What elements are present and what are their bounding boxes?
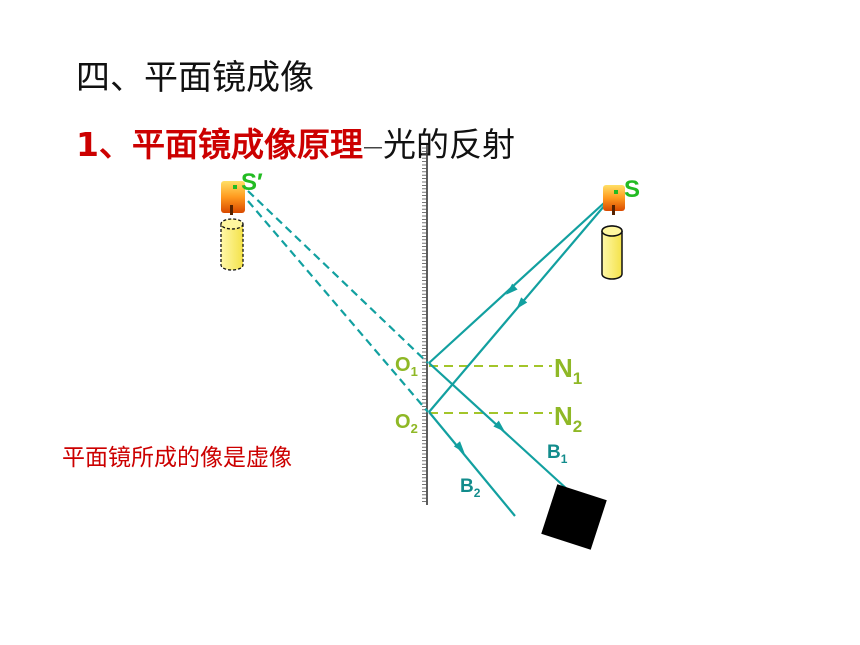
plane-mirror	[422, 145, 428, 505]
label-o2: O2	[395, 411, 418, 436]
real-rays	[428, 191, 617, 517]
mirror-hatching	[422, 147, 427, 503]
image-point	[233, 185, 237, 189]
label-image: S′	[241, 169, 263, 196]
arrow-reflected-2	[453, 441, 465, 454]
label-b1: B1	[547, 442, 568, 466]
label-o1: O1	[395, 354, 418, 379]
arrow-incident-1	[506, 283, 518, 295]
reflected-ray-2	[428, 411, 516, 517]
candle-image	[220, 181, 245, 271]
virtual-ray-2	[247, 200, 429, 413]
subtitle-reflection: 光的反射	[382, 125, 515, 164]
label-n2: N2	[554, 401, 582, 436]
section-title: 四、平面镜成像	[76, 58, 314, 98]
virtual-rays	[247, 190, 429, 413]
observer-block	[541, 484, 607, 550]
label-b2: B2	[460, 476, 481, 500]
arrow-reflected-1	[493, 420, 505, 432]
ray-arrows	[453, 283, 528, 454]
label-n1: N1	[554, 353, 582, 388]
incident-ray-1	[428, 191, 617, 364]
arrow-incident-2	[516, 297, 528, 310]
virtual-ray-1	[247, 190, 429, 364]
subtitle: 1、平面镜成像原理—光的反射	[76, 118, 515, 166]
subtitle-principle: 1、平面镜成像原理	[76, 125, 363, 164]
conclusion-text: 平面镜所成的像是虚像	[62, 445, 292, 471]
candle-object	[601, 185, 625, 280]
source-point	[614, 190, 618, 194]
subtitle-dash: —	[362, 134, 383, 159]
normals	[429, 365, 552, 414]
label-source: S	[624, 176, 640, 203]
